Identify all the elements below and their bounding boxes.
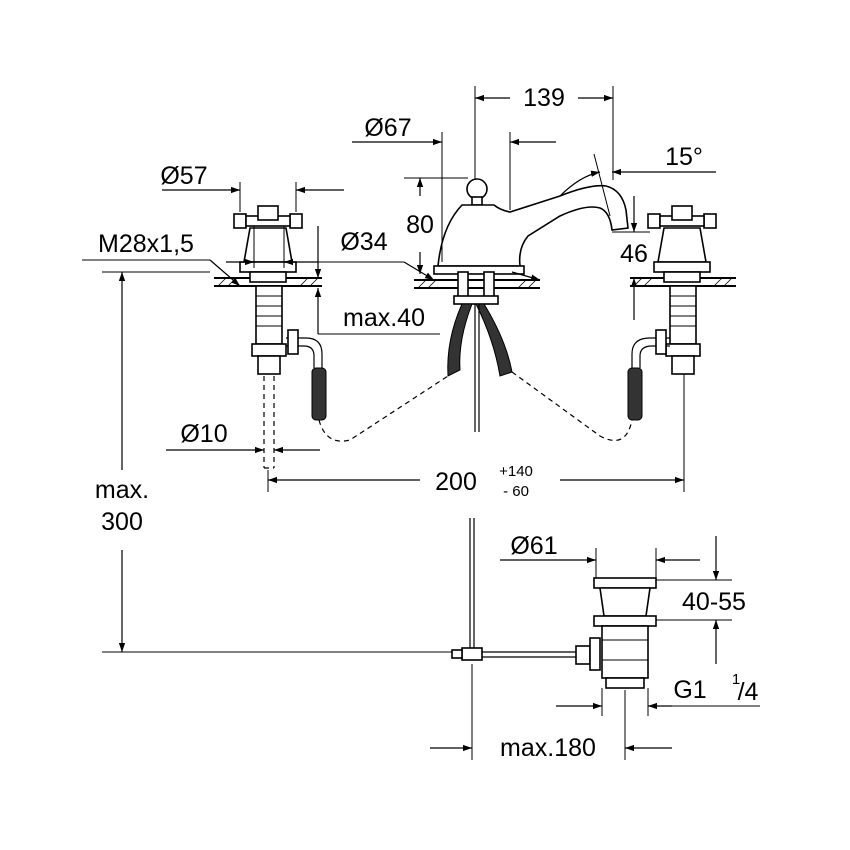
label-g1-numerator: 1 (732, 671, 740, 688)
label-max-180: max.180 (500, 734, 596, 762)
label-15-deg: 15° (665, 143, 703, 171)
right-valve (627, 205, 736, 421)
label-200: 200 (435, 468, 477, 496)
label-200-minus: - 60 (503, 483, 529, 500)
dimension-labels: 139 Ø67 15° Ø57 80 M28x1,5 Ø34 46 max.40… (95, 84, 759, 762)
label-46: 46 (620, 240, 648, 268)
popup-waste (451, 518, 657, 689)
label-m28: M28x1,5 (98, 230, 194, 258)
label-max-40: max.40 (343, 304, 425, 332)
label-dia-10: Ø10 (180, 420, 227, 448)
label-200-plus: +140 (499, 463, 533, 480)
label-g1: G1 (673, 676, 706, 704)
label-dia-34: Ø34 (340, 228, 387, 256)
label-dia-57: Ø57 (160, 162, 207, 190)
label-dia-61: Ø61 (510, 532, 557, 560)
dimension-lines (82, 86, 760, 760)
label-40-55: 40-55 (682, 588, 746, 616)
label-300: 300 (101, 508, 143, 536)
label-dia-67: Ø67 (364, 114, 411, 142)
label-80: 80 (406, 211, 434, 239)
label-139: 139 (523, 84, 565, 112)
label-max: max. (95, 476, 149, 504)
left-valve (214, 205, 449, 469)
spout-body (414, 178, 633, 441)
label-g1-denominator: /4 (738, 678, 759, 706)
